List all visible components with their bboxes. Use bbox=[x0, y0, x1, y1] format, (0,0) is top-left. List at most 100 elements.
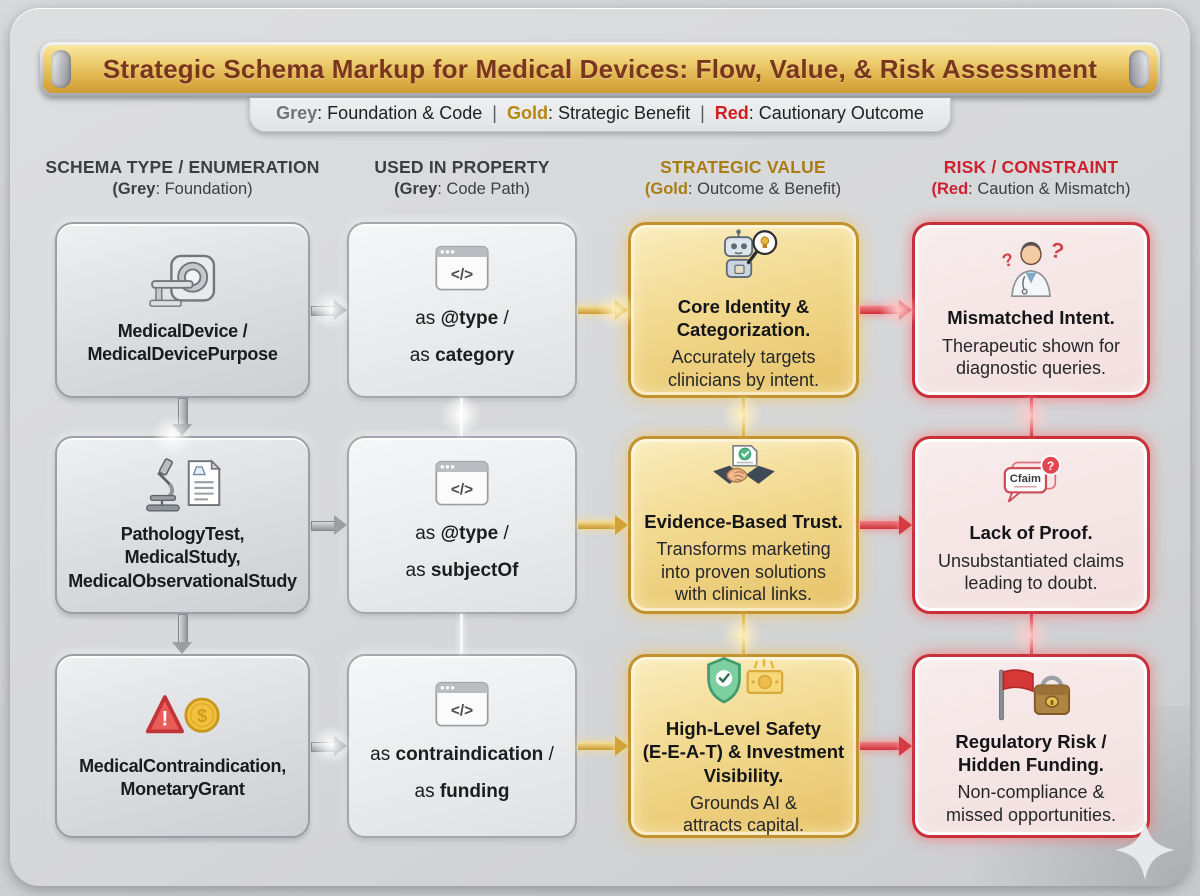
column-subtitle-keyword: (Gold bbox=[644, 180, 688, 198]
column-subtitle-rest: : Outcome & Benefit) bbox=[687, 180, 842, 198]
connector-property-row1-row2 bbox=[460, 398, 463, 436]
risk-body: Unsubstantiated claims leading to doubt. bbox=[937, 550, 1125, 594]
schema-type-label: MedicalContraindication, MonetaryGrant bbox=[79, 755, 286, 799]
connector-risk-row1-row2 bbox=[1030, 398, 1033, 436]
property-line: as category bbox=[410, 345, 515, 368]
value-box-core-identity: Core Identity & Categorization. Accurate… bbox=[628, 222, 859, 398]
legend-gold-label: Gold bbox=[506, 103, 548, 123]
value-title: Evidence-Based Trust. bbox=[644, 511, 843, 533]
column-title: USED IN PROPERTY bbox=[374, 157, 550, 177]
column-subtitle: (Grey: Foundation) bbox=[30, 180, 335, 199]
code-glyph: </> bbox=[451, 266, 473, 283]
page-title: Strategic Schema Markup for Medical Devi… bbox=[102, 53, 1098, 84]
arrow-value-to-risk-row2 bbox=[860, 515, 912, 535]
property-as: as bbox=[415, 523, 441, 545]
column-subtitle: (Grey: Code Path) bbox=[347, 180, 577, 199]
property-box-type-subjectof: </> as @type / as subjectOf bbox=[347, 436, 577, 614]
code-window-icon: </> bbox=[434, 245, 490, 293]
legend: Grey: Foundation & Code|Gold: Strategic … bbox=[249, 98, 951, 132]
column-header-schema-type: SCHEMA TYPE / ENUMERATION (Grey: Foundat… bbox=[30, 157, 335, 199]
arrow-property-to-value-row1 bbox=[578, 300, 628, 320]
property-key: funding bbox=[439, 781, 510, 802]
claim-label: Cfaim bbox=[1010, 474, 1041, 486]
arrow-schema-to-property-row1 bbox=[311, 300, 347, 320]
ct-scanner-icon bbox=[148, 254, 218, 312]
warning-glyph: ! bbox=[161, 707, 168, 730]
legend-red-text: : Cautionary Outcome bbox=[748, 103, 924, 123]
property-key: @type bbox=[440, 523, 499, 545]
sparkle-icon bbox=[1110, 818, 1180, 887]
arrow-property-to-value-row3 bbox=[578, 736, 628, 756]
property-line: as @type / bbox=[415, 308, 509, 331]
left-bracket-ornament bbox=[51, 50, 71, 88]
property-key: subjectOf bbox=[430, 560, 519, 581]
value-body: Accurately targets clinicians by intent. bbox=[667, 347, 820, 390]
robot-magnifier-icon bbox=[706, 229, 782, 287]
arrow-schema-to-property-row3 bbox=[311, 736, 347, 756]
connector-value-row1-row2 bbox=[742, 398, 745, 436]
risk-title: Lack of Proof. bbox=[969, 522, 1093, 544]
property-tail: / bbox=[543, 744, 554, 766]
schema-type-label: PathologyTest, MedicalStudy, MedicalObse… bbox=[68, 523, 297, 591]
value-body: Transforms marketing into proven solutio… bbox=[656, 539, 831, 605]
property-as: as bbox=[405, 560, 431, 581]
warning-coin-icon: ! $ bbox=[143, 691, 223, 747]
property-key: contraindication bbox=[395, 744, 544, 766]
arrow-value-to-risk-row3 bbox=[860, 736, 912, 756]
property-line: as @type / bbox=[415, 523, 509, 546]
column-title: RISK / CONSTRAINT bbox=[943, 157, 1119, 177]
shield-money-icon bbox=[704, 655, 784, 709]
column-header-used-in-property: USED IN PROPERTY (Grey: Code Path) bbox=[347, 157, 577, 199]
connector-value-row2-row3 bbox=[742, 614, 745, 654]
schema-box-contraindication: ! $ MedicalContraindication, MonetaryGra… bbox=[55, 654, 310, 838]
column-subtitle: (Red: Caution & Mismatch) bbox=[897, 180, 1165, 199]
risk-box-lack-of-proof: Cfaim ? Lack of Proof. Unsubstantiated c… bbox=[912, 436, 1150, 614]
value-box-safety-investment: High-Level Safety (E-E-A-T) & Investment… bbox=[628, 654, 859, 838]
code-glyph: </> bbox=[451, 481, 473, 498]
property-box-contraindication-funding: </> as contraindication / as funding bbox=[347, 654, 577, 838]
property-line: as contraindication / bbox=[370, 744, 554, 767]
risk-box-mismatched-intent: ? ? Mismatched Intent. Therapeutic shown… bbox=[912, 222, 1150, 398]
column-subtitle-rest: : Caution & Mismatch) bbox=[968, 180, 1131, 198]
question-glyph: ? bbox=[1048, 240, 1066, 264]
property-line: as subjectOf bbox=[406, 560, 519, 583]
property-key: @type bbox=[440, 308, 499, 330]
schema-type-label: MedicalDevice / MedicalDevicePurpose bbox=[87, 320, 278, 364]
legend-separator: | bbox=[700, 103, 705, 123]
arrow-value-to-risk-row1 bbox=[860, 300, 912, 320]
risk-title: Mismatched Intent. bbox=[947, 307, 1115, 329]
value-body: Grounds AI & attracts capital. bbox=[682, 792, 805, 836]
column-subtitle: (Gold: Outcome & Benefit) bbox=[613, 180, 873, 199]
dollar-glyph: $ bbox=[197, 705, 207, 725]
code-window-icon: </> bbox=[434, 460, 490, 508]
risk-body: Therapeutic shown for diagnostic queries… bbox=[941, 335, 1121, 379]
flag-briefcase-icon bbox=[991, 666, 1071, 722]
code-window-icon: </> bbox=[434, 681, 490, 729]
legend-gold-text: : Strategic Benefit bbox=[547, 103, 691, 123]
column-subtitle-keyword: (Red bbox=[931, 180, 969, 198]
property-key: category bbox=[435, 345, 515, 366]
right-bracket-ornament bbox=[1129, 50, 1149, 88]
column-title: STRATEGIC VALUE bbox=[660, 157, 826, 177]
column-subtitle-keyword: (Grey bbox=[112, 180, 156, 198]
claim-bubble-icon: Cfaim ? bbox=[997, 455, 1065, 513]
risk-title: Regulatory Risk / Hidden Funding. bbox=[955, 730, 1107, 775]
doctor-question-icon: ? ? bbox=[993, 237, 1069, 298]
title-bar-frame: Strategic Schema Markup for Medical Devi… bbox=[40, 42, 1160, 96]
risk-box-regulatory-risk: Regulatory Risk / Hidden Funding. Non-co… bbox=[912, 654, 1150, 838]
legend-grey-label: Grey bbox=[276, 103, 318, 123]
property-as: as bbox=[370, 744, 396, 766]
legend-separator: | bbox=[492, 103, 497, 123]
legend-red-label: Red bbox=[714, 103, 749, 123]
column-subtitle-keyword: (Grey bbox=[394, 180, 438, 198]
value-title: Core Identity & Categorization. bbox=[676, 295, 811, 340]
value-title: High-Level Safety (E-E-A-T) & Investment… bbox=[642, 718, 845, 786]
column-header-risk-constraint: RISK / CONSTRAINT (Red: Caution & Mismat… bbox=[897, 157, 1165, 199]
risk-body: Non-compliance & missed opportunities. bbox=[945, 782, 1117, 825]
arrow-property-to-value-row2 bbox=[578, 515, 628, 535]
arrow-down-schema-row2-row3 bbox=[172, 614, 192, 654]
title-bar: Strategic Schema Markup for Medical Devi… bbox=[43, 45, 1157, 93]
connector-property-row2-row3 bbox=[460, 614, 463, 654]
property-box-type-category: </> as @type / as category bbox=[347, 222, 577, 398]
